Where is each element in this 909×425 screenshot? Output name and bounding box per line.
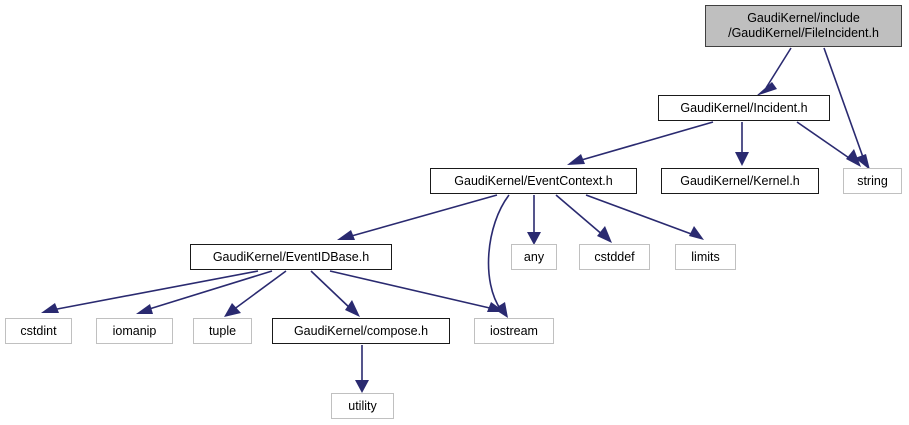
graph-node-any[interactable]: any [511,244,557,270]
arrowhead-incident-to-eventcontext [567,154,585,165]
graph-node-tuple[interactable]: tuple [193,318,252,344]
edge-eventidbase-to-cstdint [51,270,259,311]
arrowhead-eventcontext-to-limits [689,226,704,240]
graph-node-string[interactable]: string [843,168,902,194]
arrowhead-eventidbase-to-cstdint [41,303,59,313]
arrowhead-eventcontext-to-eventidbase [337,230,355,240]
graph-node-iostream[interactable]: iostream [474,318,554,344]
arrowhead-incident-to-string [846,149,861,167]
edge-incident-to-string [796,121,853,161]
graph-node-incident[interactable]: GaudiKernel/Incident.h [658,95,830,121]
graph-node-eventcontext[interactable]: GaudiKernel/EventContext.h [430,168,637,194]
edge-eventidbase-to-compose [310,270,353,311]
graph-node-kernel[interactable]: GaudiKernel/Kernel.h [661,168,819,194]
graph-node-cstdint[interactable]: cstdint [5,318,72,344]
arrowhead-incident-to-kernel [735,152,749,166]
edge-eventidbase-to-tuple [232,270,287,311]
arrowhead-eventidbase-to-iomanip [136,304,153,314]
graph-node-compose[interactable]: GaudiKernel/compose.h [272,318,450,344]
graph-node-iomanip[interactable]: iomanip [96,318,173,344]
edge-fileincident-to-string [823,47,865,161]
arrowhead-compose-to-utility [355,380,369,393]
arrowhead-eventcontext-to-cstddef [597,226,612,243]
arrowhead-fileincident-to-incident [756,82,777,96]
edge-fileincident-to-incident [765,47,792,89]
graph-node-limits[interactable]: limits [675,244,736,270]
arrowhead-eventcontext-to-any [527,232,541,245]
graph-node-fileincident[interactable]: GaudiKernel/include /GaudiKernel/FileInc… [705,5,902,47]
graph-node-cstddef[interactable]: cstddef [579,244,650,270]
arrowhead-eventidbase-to-iostream [487,302,505,312]
edge-incident-to-eventcontext [577,121,714,162]
graph-node-utility[interactable]: utility [331,393,394,419]
edge-eventcontext-to-iostream [487,194,510,311]
edge-eventcontext-to-eventidbase [347,194,498,238]
edge-eventcontext-to-limits [585,194,695,236]
edge-eventcontext-to-cstddef [555,194,605,237]
edge-eventidbase-to-iomanip [145,270,273,311]
arrowhead-fileincident-to-string [855,154,870,170]
arrowhead-eventidbase-to-tuple [224,303,241,317]
graph-node-eventidbase[interactable]: GaudiKernel/EventIDBase.h [190,244,392,270]
arrowhead-eventidbase-to-compose [345,300,360,317]
edge-eventidbase-to-iostream [329,270,495,310]
